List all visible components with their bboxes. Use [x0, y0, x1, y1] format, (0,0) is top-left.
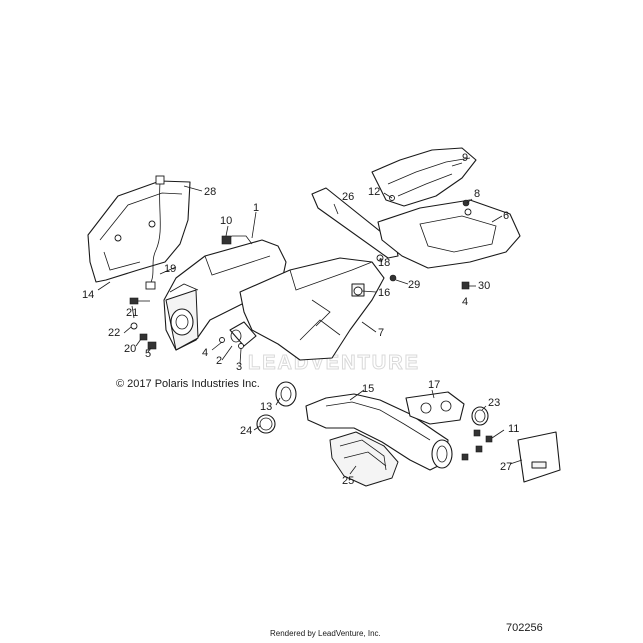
part-lower-shield[interactable]: [239, 257, 385, 361]
callout-2: 2: [216, 355, 222, 367]
part-oxygen-sensor[interactable]: [145, 175, 165, 290]
document-number: 702256: [506, 622, 543, 634]
part-5-grommet[interactable]: [147, 341, 157, 350]
callout-29: 29: [408, 279, 420, 291]
callout-11: 11: [508, 423, 519, 435]
callout-1: 1: [253, 202, 259, 214]
part-heat-wrap[interactable]: [329, 431, 399, 487]
callout-7: 7: [378, 327, 384, 339]
callout-13: 13: [260, 401, 272, 413]
callout-23: 23: [488, 397, 500, 409]
part-21-bolt[interactable]: [129, 297, 150, 305]
part-exhaust-gasket[interactable]: [471, 406, 489, 426]
part-heat-shield-upper[interactable]: [371, 147, 477, 207]
callout-28: 28: [204, 186, 216, 198]
callout-20: 20: [124, 343, 136, 355]
callout-4-lower: 4: [462, 296, 468, 308]
callout-5: 5: [145, 348, 151, 360]
render-credit: Rendered by LeadVenture, Inc.: [270, 629, 381, 638]
part-30-fastener[interactable]: [461, 281, 470, 290]
callout-25: 25: [342, 475, 354, 487]
part-3-fastener[interactable]: [238, 343, 244, 349]
part-gasket[interactable]: [275, 381, 297, 407]
callout-10: 10: [220, 215, 232, 227]
callout-12: 12: [368, 186, 380, 198]
callout-8: 8: [474, 188, 480, 200]
part-11-nuts[interactable]: [461, 429, 493, 461]
part-coupler[interactable]: [229, 321, 257, 347]
callout-6: 6: [503, 210, 509, 222]
part-29-fastener[interactable]: [389, 274, 397, 282]
part-8-fastener[interactable]: [462, 199, 470, 207]
part-20-nut[interactable]: [139, 333, 148, 341]
callout-26: 26: [342, 191, 354, 203]
callout-21: 21: [126, 307, 138, 319]
part-bracket-strip[interactable]: [311, 187, 399, 259]
callout-18: 18: [378, 257, 390, 269]
watermark: LEADVENTURE: [248, 352, 420, 374]
callout-27: 27: [500, 461, 512, 473]
callout-9: 9: [462, 152, 468, 164]
part-clamp-ring[interactable]: [256, 414, 276, 434]
part-heat-shield-left[interactable]: [87, 180, 191, 283]
callout-15: 15: [362, 383, 374, 395]
callout-22: 22: [108, 327, 120, 339]
callout-3: 3: [236, 361, 242, 373]
callout-4-upper: 4: [202, 347, 208, 359]
callout-17: 17: [428, 379, 440, 391]
part-22-washer[interactable]: [130, 322, 138, 330]
callout-19: 19: [164, 263, 176, 275]
callout-labels: 1 2 3 4 4 5 6 7 8 9 10 11 12 13 14 15 16…: [82, 152, 519, 487]
callout-14: 14: [82, 289, 94, 301]
callout-30: 30: [478, 280, 490, 292]
copyright-notice: © 2017 Polaris Industries Inc.: [116, 378, 260, 390]
part-exhaust-flange[interactable]: [405, 391, 465, 425]
callout-16: 16: [378, 287, 390, 299]
part-head-pipe[interactable]: [305, 393, 453, 471]
part-16-fastener[interactable]: [353, 286, 363, 296]
part-skid-plate[interactable]: [377, 199, 521, 269]
callout-24: 24: [240, 425, 252, 437]
part-4-fastener-upper[interactable]: [219, 337, 225, 343]
part-muffler-clamp[interactable]: [221, 235, 232, 245]
part-plate[interactable]: [517, 431, 561, 483]
part-muffler[interactable]: [163, 235, 287, 351]
leader-lines: [97, 162, 523, 475]
